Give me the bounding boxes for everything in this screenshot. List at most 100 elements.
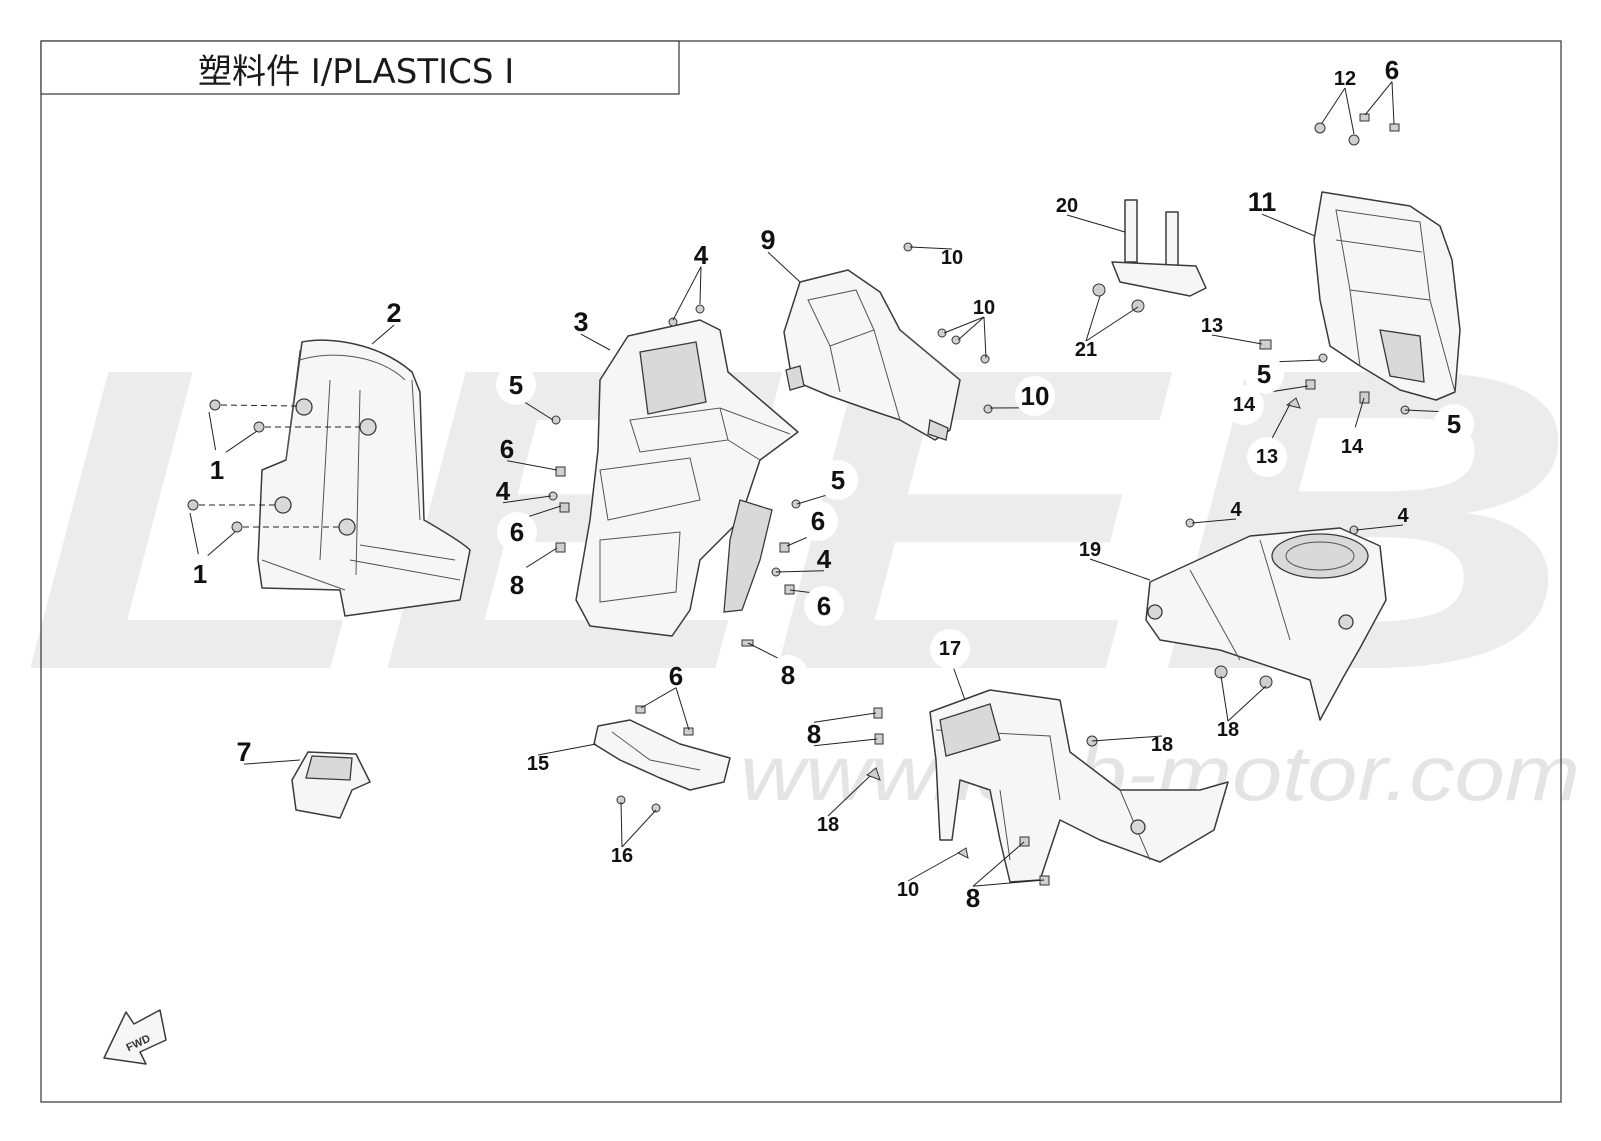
callout-c10d: 10 [897,879,919,901]
leader-line-c18a [1227,685,1267,722]
callout-c6c: 6 [798,501,838,541]
callout-c6e: 6 [1385,55,1399,85]
leader-line-c21 [1085,306,1139,342]
leader-line-c4a [672,266,702,321]
leader-line-c10b [983,316,987,359]
leader-line-c7 [243,759,301,765]
callout-badge [804,586,844,626]
callout-c20: 20 [1056,195,1078,217]
callout-badge [496,365,536,405]
fwd-arrow: FWD [103,1009,167,1065]
callout-c18b: 18 [1151,734,1173,756]
callout-number: 6 [1385,55,1399,85]
callout-c6b: 6 [497,512,537,552]
callout-number: 3 [573,307,588,337]
callout-c18a: 18 [1217,719,1239,741]
leader-line-c6f [675,687,690,731]
callout-number: 10 [941,247,963,269]
callout-number: 5 [1447,409,1461,439]
callout-c17: 17 [930,629,970,669]
callout-number: 2 [386,298,401,328]
callout-c4d: 4 [1230,499,1242,521]
callout-c9: 9 [760,225,775,255]
callout-number: 6 [510,517,524,547]
callout-number: 18 [817,814,839,836]
callout-c4a: 4 [694,240,709,270]
callout-number: 20 [1056,195,1078,217]
callout-number: 8 [510,570,524,600]
callout-c1a: 1 [197,450,237,490]
callout-number: 8 [781,660,795,690]
part-rear-cover [1145,518,1387,721]
callout-number: 14 [1341,436,1364,458]
leader-line-c16 [620,801,623,848]
callout-badge [798,501,838,541]
callout-number: 4 [496,476,511,506]
callout-number: 13 [1256,446,1278,468]
callout-number: 18 [1217,719,1239,741]
leader-line-c13a [1211,334,1263,345]
leader-line-c16 [621,809,657,848]
callout-badge [1015,376,1055,416]
leader-line-c3 [580,333,611,351]
leader-line-c4b [502,495,552,504]
callout-badge [497,512,537,552]
callout-number: 5 [509,370,523,400]
callout-number: 5 [1257,359,1271,389]
leader-line-c20 [1066,214,1126,233]
callout-badge [1244,354,1284,394]
leader-line-c21 [1085,295,1101,342]
callout-number: 6 [817,591,831,621]
part-inner-panel [783,242,993,441]
callout-number: 19 [1079,539,1101,561]
leader-line-c9 [767,251,801,283]
callout-number: 4 [694,240,709,270]
leader-line-c10b [957,316,985,341]
leader-line-c12 [1344,87,1355,135]
leader-line-c8d [972,841,1025,887]
part-rear-frame [1259,113,1461,415]
callout-c10a: 10 [941,247,963,269]
callout-number: 7 [236,737,251,767]
part-windscreen [257,339,471,617]
callout-c3: 3 [573,307,588,337]
callout-c5a: 5 [496,365,536,405]
callout-badge [818,460,858,500]
leader-line-c4d [1191,518,1237,524]
callout-badge [497,565,537,605]
callout-number: 6 [500,434,514,464]
leader-line-c19 [1089,558,1151,581]
leader-line-c4a [699,266,702,305]
part-bracket [1092,199,1207,313]
callout-c14a: 14 [1224,385,1264,425]
callout-c5d: 5 [1434,404,1474,444]
callout-c6f: 6 [669,661,683,691]
part-center-cover [865,689,1229,886]
leader-line-c4c [775,570,825,573]
callout-c13a: 13 [1201,315,1223,337]
callout-number: 10 [1021,381,1050,411]
diagram-title: 塑料件 Ⅰ/PLASTICS Ⅰ [198,52,514,92]
callout-c12: 12 [1334,68,1356,90]
callout-number: 18 [1151,734,1173,756]
callout-number: 4 [817,544,832,574]
leader-line-c6e [1391,81,1395,125]
leader-line-c8d [972,879,1045,887]
callout-c2: 2 [386,298,401,328]
callout-badge [930,629,970,669]
callout-number: 8 [807,719,821,749]
callout-number: 21 [1075,339,1097,361]
callout-number: 5 [831,465,845,495]
callout-c4e: 4 [1397,505,1409,527]
leader-line-c10d [907,851,961,882]
callout-c5c: 5 [1244,354,1284,394]
leader-line-c4e [1355,524,1404,531]
callout-number: 13 [1201,315,1223,337]
callout-number: 15 [527,753,549,775]
callout-number: 6 [669,661,683,691]
leader-line-c8c [813,738,878,747]
callout-number: 17 [939,638,961,660]
callout-number: 11 [1248,187,1277,217]
callout-c11: 11 [1248,187,1277,217]
